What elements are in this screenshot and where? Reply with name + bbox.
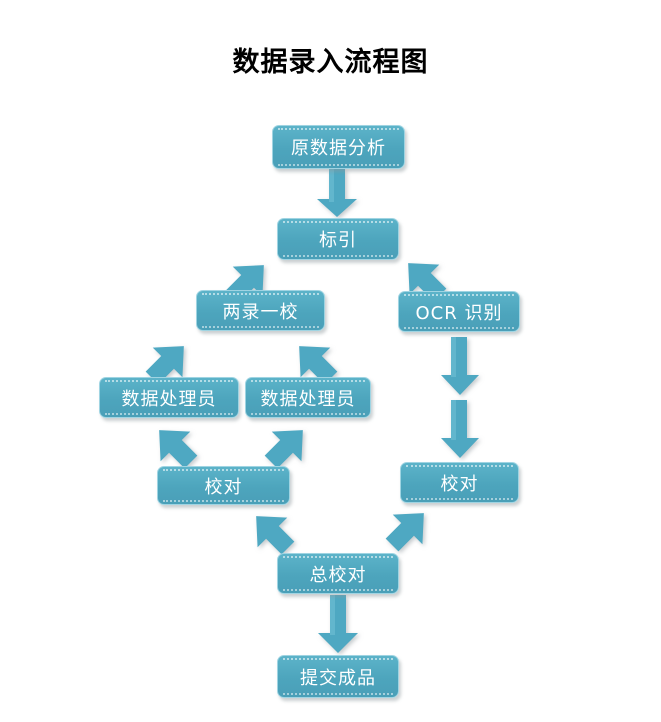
- arrow-n3-to-n5: [138, 337, 200, 385]
- node-double-entry-one-check[interactable]: 两录一校: [196, 290, 325, 331]
- node-label: 数据处理员: [260, 388, 356, 410]
- node-submit-product[interactable]: 提交成品: [277, 655, 399, 698]
- node-label: OCR 识别: [415, 302, 503, 324]
- node-label: 标引: [319, 230, 357, 251]
- node-label: 总校对: [309, 564, 367, 586]
- node-data-operator-left[interactable]: 数据处理员: [99, 377, 239, 418]
- node-label: 两录一校: [222, 301, 299, 323]
- node-label: 原数据分析: [291, 138, 386, 159]
- arrow-n4-to-n8-lower: [437, 400, 483, 460]
- node-proofread-right[interactable]: 校对: [400, 462, 519, 503]
- node-label: 校对: [440, 473, 479, 495]
- node-final-proofread[interactable]: 总校对: [277, 553, 399, 594]
- arrow-n8-to-n9: [378, 504, 440, 552]
- arrow-n4-to-n8-upper: [437, 337, 483, 397]
- node-proofread-left[interactable]: 校对: [157, 466, 290, 505]
- arrow-n3-to-n6: [283, 337, 345, 385]
- arrow-n7-to-n9: [240, 507, 302, 555]
- arrow-n9-to-n10: [313, 595, 363, 655]
- node-original-data-analysis[interactable]: 原数据分析: [272, 125, 405, 169]
- node-data-operator-right[interactable]: 数据处理员: [245, 377, 371, 418]
- node-label: 数据处理员: [121, 388, 217, 410]
- arrow-n5-to-n7: [143, 421, 205, 469]
- arrow-n6-to-n7: [257, 421, 319, 469]
- page-title: 数据录入流程图: [232, 47, 429, 78]
- arrow-n1-to-n2: [312, 169, 362, 219]
- node-label: 校对: [204, 476, 243, 498]
- node-label: 提交成品: [300, 667, 376, 689]
- node-ocr-recognition[interactable]: OCR 识别: [398, 291, 520, 332]
- node-indexing[interactable]: 标引: [277, 218, 399, 260]
